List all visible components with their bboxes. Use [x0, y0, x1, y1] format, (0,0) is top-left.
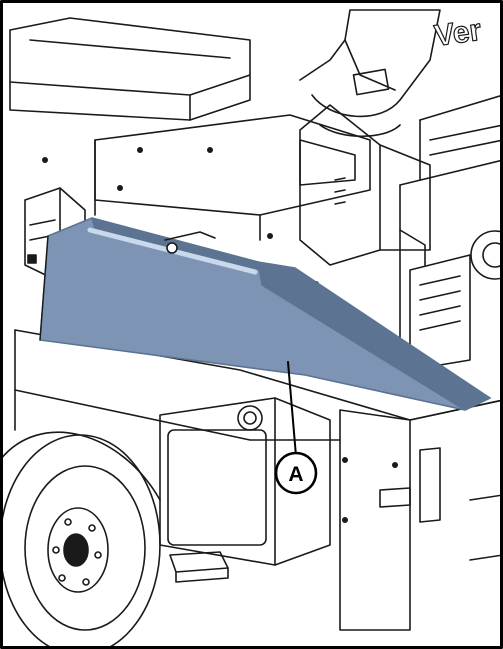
- side-panel-flap: [257, 261, 491, 411]
- wheel: [0, 431, 161, 649]
- callout-label: A: [288, 463, 303, 486]
- callout-leader-line: [287, 361, 297, 457]
- brand-text: Ver: [432, 14, 483, 53]
- machine-body-outline: [9, 9, 503, 631]
- callout-a: A: [274, 361, 318, 495]
- callout-circle: [274, 451, 318, 495]
- highlighted-side-panel: [39, 217, 491, 411]
